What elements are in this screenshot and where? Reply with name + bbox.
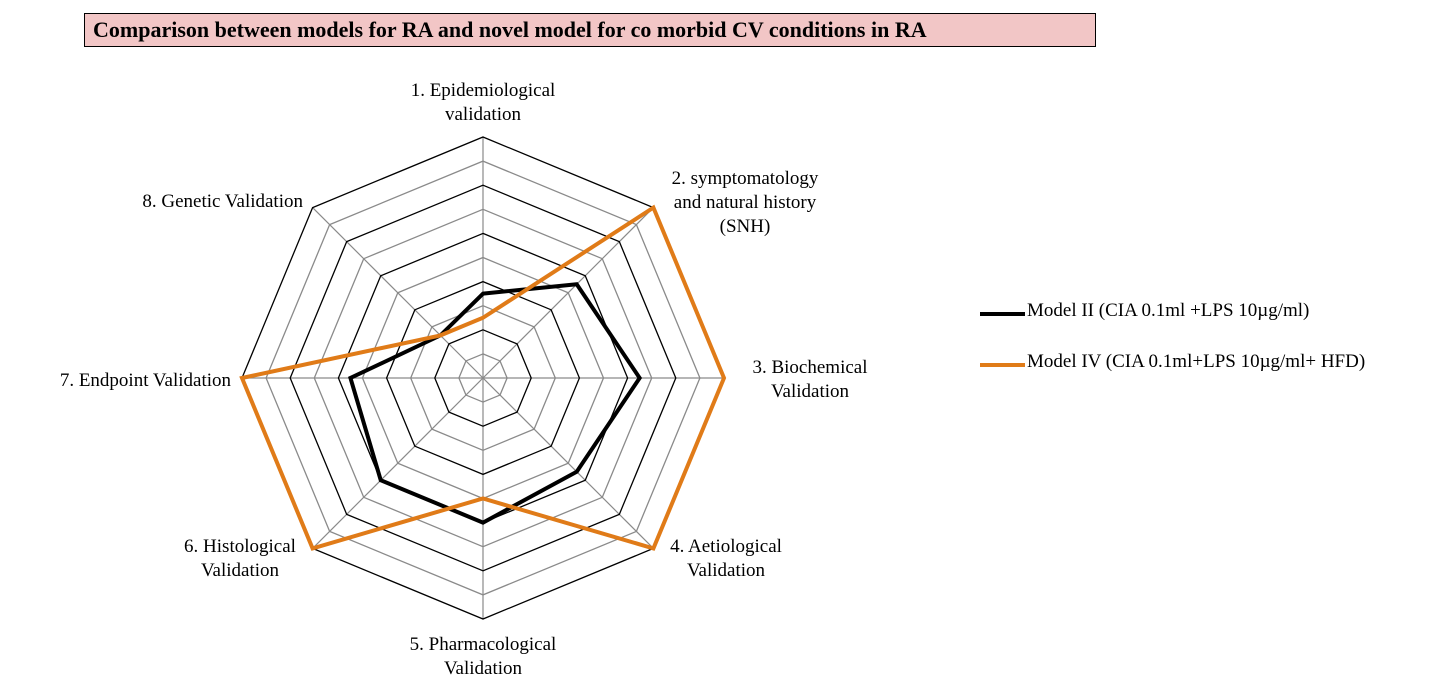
legend-label-model-iv: Model IV (CIA 0.1ml+LPS 10µg/ml+ HFD) <box>1027 351 1366 372</box>
axis-label-8: 8. Genetic Validation <box>142 191 303 212</box>
axis-label-line: 1. Epidemiological <box>411 80 556 101</box>
series-line-model-ii <box>348 282 643 525</box>
axis-label-line: Validation <box>687 560 766 581</box>
grid-ring <box>458 353 508 403</box>
axis-label-line: Validation <box>201 560 280 581</box>
grid-ring <box>434 329 532 427</box>
axis-label-line: 7. Endpoint Validation <box>60 370 232 391</box>
radar-series <box>239 204 727 551</box>
grid-ring <box>313 208 653 548</box>
legend-item-model-ii: Model II (CIA 0.1ml +LPS 10µg/ml) <box>980 300 1420 326</box>
axis-label-1: 1. Epidemiological validation <box>411 80 556 125</box>
axis-label-line: Validation <box>771 381 850 402</box>
legend-item-model-iv: Model IV (CIA 0.1ml+LPS 10µg/ml+ HFD) <box>980 351 1420 377</box>
axis-label-line: 6. Histological <box>184 536 296 557</box>
axis-label-line: 3. Biochemical <box>752 357 867 378</box>
grid-ring <box>265 160 701 596</box>
axis-label-line: (SNH) <box>720 216 771 237</box>
axis-labels: 1. Epidemiological validation 2. symptomat… <box>60 80 868 679</box>
axis-label-7: 7. Endpoint Validation <box>60 370 232 391</box>
grid-ring <box>385 280 581 476</box>
axis-label-2: 2. symptomatology and natural history (SNH… <box>672 168 819 237</box>
axis-label-line: validation <box>445 104 521 125</box>
axis-label-line: and natural history <box>674 192 817 213</box>
legend-swatch-model-iv <box>980 363 1025 367</box>
axis-label-line: 4. Aetiological <box>670 536 782 557</box>
radar-chart: 1. Epidemiological validation 2. symptomat… <box>60 80 868 679</box>
series-line-model-iv <box>239 204 727 551</box>
axis-label-line: Validation <box>444 658 523 679</box>
legend-label-model-ii: Model II (CIA 0.1ml +LPS 10µg/ml) <box>1027 300 1310 321</box>
axis-label-line: 2. symptomatology <box>672 168 819 189</box>
legend-swatch-model-ii <box>980 312 1025 316</box>
axis-label-line: 8. Genetic Validation <box>142 191 303 212</box>
chart-title: Comparison between models for RA and nov… <box>84 13 1096 47</box>
legend: Model II (CIA 0.1ml +LPS 10µg/ml) Model … <box>980 300 1420 402</box>
grid-ring <box>289 184 677 572</box>
axis-label-line: 5. Pharmacological <box>410 634 557 655</box>
